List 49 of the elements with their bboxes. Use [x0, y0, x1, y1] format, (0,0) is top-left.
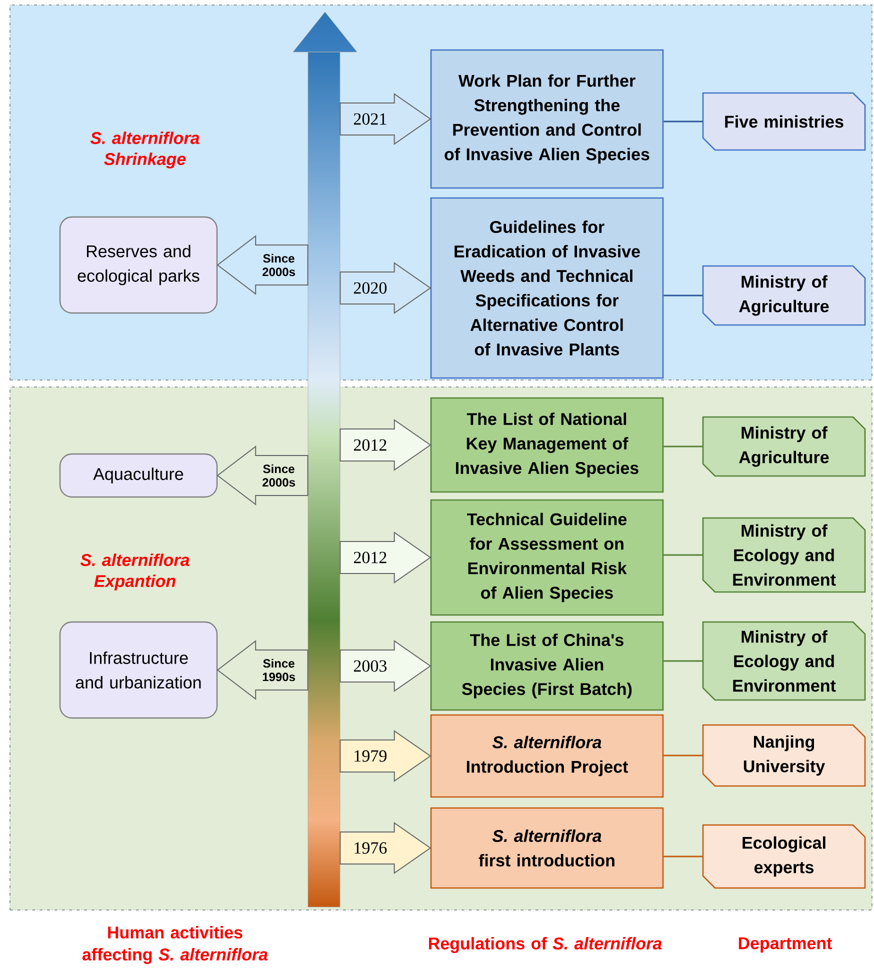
edge-label: 1976 — [354, 842, 387, 854]
block-arrow — [340, 532, 432, 584]
edge-label: 2021 — [354, 113, 386, 125]
connector-line — [664, 294, 703, 296]
connector-line — [664, 754, 703, 756]
edge-label: Since 1990s — [262, 658, 295, 682]
department-box: Nanjing University — [702, 724, 866, 787]
column-heading: Regulations of S. alterniflora — [429, 937, 662, 953]
edge-label: 2012 — [354, 552, 386, 564]
edge-label: Since 2000s — [262, 464, 295, 487]
block-arrow — [340, 640, 432, 692]
block-arrow — [216, 445, 308, 506]
edge-label: 2012 — [354, 439, 386, 451]
connector-line — [664, 120, 703, 122]
activity-box: Aquaculture — [59, 453, 218, 498]
block-arrow — [340, 822, 432, 874]
edge-label: 1979 — [354, 750, 386, 762]
department-box: Ecological experts — [702, 824, 866, 889]
edge-label: 2003 — [354, 660, 387, 672]
edge-label: 2020 — [354, 282, 387, 294]
department-box: Ministry of Agriculture — [702, 416, 866, 477]
column-heading: Department — [738, 937, 832, 953]
block-arrow — [340, 93, 432, 145]
connector-line — [664, 554, 703, 556]
department-box: Ministry of Ecology and Environment — [702, 517, 866, 593]
connector-line — [664, 660, 703, 662]
department-box: Ministry of Agriculture — [702, 265, 866, 326]
connector-line — [664, 446, 703, 448]
activity-box: Reserves and ecological parks — [59, 216, 218, 314]
regulation-box: The List of National Key Management of Invasive Alien Species — [430, 397, 664, 493]
edge-label: Since 2000s — [262, 254, 295, 276]
block-arrow — [340, 419, 432, 471]
regulation-box: S. alterniflora first introduction — [430, 807, 664, 889]
regulation-box: Technical Guideline for Assessment on Environmental Risk of Alien Species — [430, 499, 664, 616]
department-box: Ministry of Ecology and Environment — [702, 621, 866, 701]
block-arrow — [340, 262, 432, 314]
activity-box: Infrastructure and urbanization — [59, 621, 218, 719]
regulation-box: S. alterniflora Introduction Project — [430, 714, 664, 798]
connector-line — [664, 856, 703, 858]
block-arrow — [216, 640, 308, 700]
band-heading: S. alterniflora Shrinkage — [90, 132, 200, 168]
column-heading: Human activities affecting S. alterniflora — [82, 926, 268, 964]
department-box: Five ministries — [702, 92, 866, 151]
band-heading: S. alterniflora Expantion — [80, 554, 190, 590]
regulation-box: Work Plan for Further Strengthening the Prevention and Control of Invasive Alien Species — [430, 49, 664, 189]
block-arrow — [216, 235, 308, 296]
block-arrow — [340, 730, 432, 782]
regulation-box: Guidelines for Eradication of Invasive Weeds and Technical Specifications for Alternative Control of Invasive Plants — [430, 197, 664, 379]
regulation-box: The List of China's Invasive Alien Species (First Batch) — [430, 621, 664, 711]
